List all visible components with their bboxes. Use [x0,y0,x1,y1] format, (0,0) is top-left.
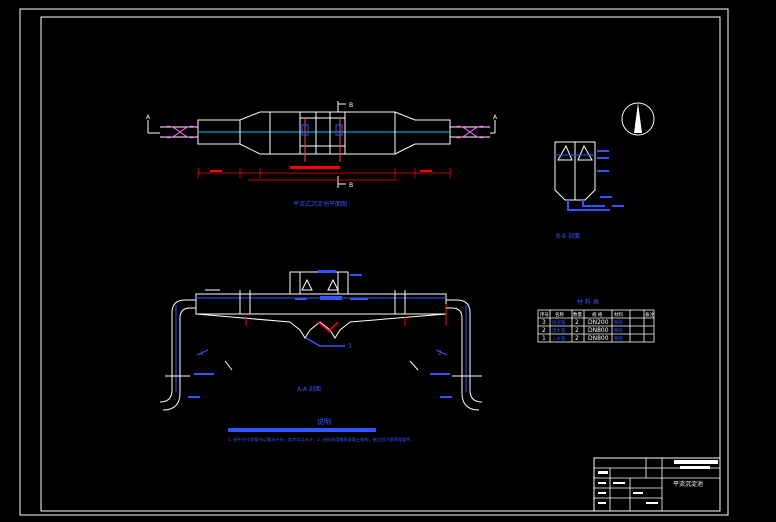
table-cell: 2 [575,335,579,342]
pipe-tag-1: 1 [200,350,204,357]
plan-dimensions [197,166,451,181]
table-cell: 钢管 [614,319,623,326]
table-header-4: 材料 [614,311,623,318]
table-cell: 钢管 [614,327,623,334]
inlet-riser-pipe: 1 [159,299,233,411]
north-arrow [621,102,655,136]
section-aa: 1 2 3 A-A 剖面 [159,270,483,411]
outer-frame [19,8,729,516]
table-header-1: 名称 [555,311,564,318]
notes-title: 说明 [317,417,331,426]
table-cell: 1 [542,335,546,342]
plan-view: A B B [146,101,498,208]
drawing-name: 平流沉淀池 [673,480,703,488]
table-cell: 2 [575,319,579,326]
table-cell: 排泥管 [552,319,566,326]
table-cell: DN200 [588,319,609,326]
table-cell: DN800 [588,335,609,342]
table-header-3: 规 格 [592,311,603,318]
tank-body-plan [197,111,451,162]
table-cell: 2 [575,327,579,334]
table-header-0: 序号 [540,311,549,318]
section-marker-b-top: B [349,102,353,109]
table-cell: 3 [542,319,546,326]
table-header-2: 数量 [573,311,582,318]
table-cell: 2 [542,327,546,334]
table-row: 2 出水管 2 DN800 钢管 [542,327,623,334]
inlet-pipe-left: A [146,114,198,139]
table-cell: 出水管 [552,327,566,334]
title-block: 平流沉淀池 [593,457,721,512]
outlet-pipe-right: A [450,114,498,139]
notes: 说明 1. 图中尺寸除管径以毫米计外，其余均以米计；2. 池体采用钢筋混凝土结构… [228,417,415,443]
table-header-5: 备注 [645,311,654,318]
table-row: 3 排泥管 2 DN200 钢管 [542,319,623,326]
section-label-a-right: A [493,114,498,121]
section-aa-title: A-A 剖面 [297,385,321,393]
notes-text: 1. 图中尺寸除管径以毫米计外，其余均以米计；2. 池体采用钢筋混凝土结构，施工… [228,436,415,443]
pipe-tag-3: 3 [348,343,352,350]
outlet-riser-pipe: 2 [409,299,483,411]
inner-frame [40,16,721,512]
table-cell: DN800 [588,327,609,334]
material-table-title: 材 料 表 [577,298,599,306]
section-marker-b-bottom: B [349,182,353,189]
material-table: 材 料 表 序号 名称 数量 规 格 材料 备注 3 排泥管 2 DN200 钢… [537,298,654,343]
section-label-a-left: A [146,114,151,121]
section-bb: B-B 剖面 [554,141,624,240]
table-cell: 入水管 [552,335,566,342]
plan-view-title: 平流式沉淀池平面图 [293,200,347,208]
pipe-tag-2: 2 [438,350,442,357]
section-bb-title: B-B 剖面 [556,232,580,240]
table-row: 1 入水管 2 DN800 钢管 [542,335,623,342]
table-cell: 钢管 [614,335,623,342]
